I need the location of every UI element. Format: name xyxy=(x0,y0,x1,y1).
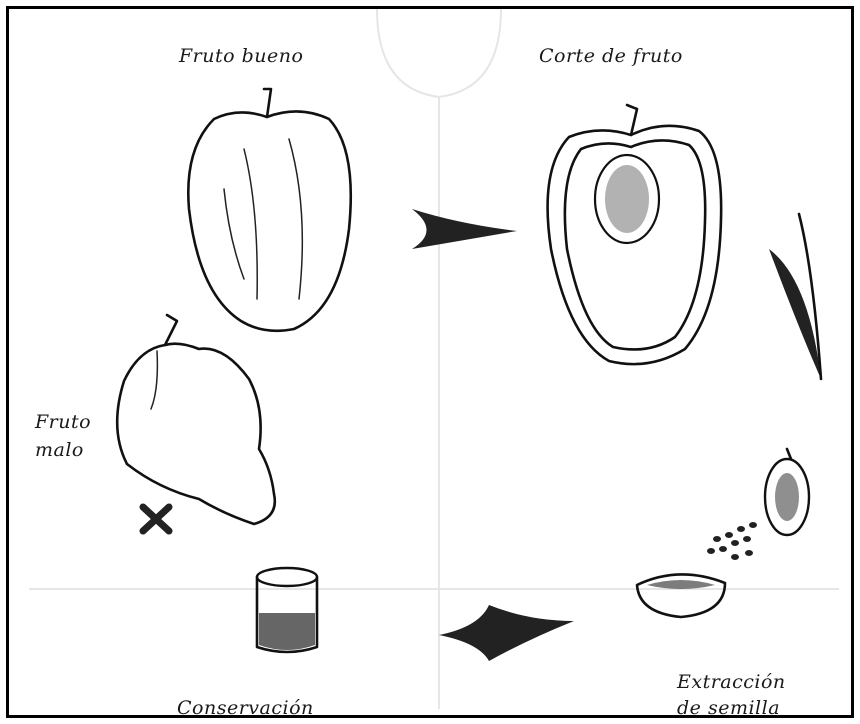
good-pepper-icon xyxy=(188,89,350,331)
seed-jar-icon xyxy=(257,568,317,652)
diagram-frame: Fruto bueno Corte de fruto Fruto malo Ex… xyxy=(6,6,854,718)
label-extraccion-line1: Extracción xyxy=(677,671,786,693)
arrow-icon xyxy=(439,605,574,661)
arrow-icon xyxy=(769,214,821,379)
label-fruto-malo-line2: malo xyxy=(35,439,84,461)
cut-pepper-icon xyxy=(548,105,722,364)
seed-core-icon xyxy=(765,449,809,535)
arrow-icon xyxy=(412,209,517,249)
label-fruto-bueno: Fruto bueno xyxy=(179,45,303,67)
diagram-canvas xyxy=(9,9,854,718)
label-corte-de-fruto: Corte de fruto xyxy=(539,45,683,67)
label-fruto-malo-line1: Fruto xyxy=(35,411,91,433)
label-extraccion-line2: de semilla xyxy=(677,697,780,718)
label-conservacion: Conservación xyxy=(177,697,314,718)
bad-pepper-icon xyxy=(117,315,275,524)
seed-dish-icon xyxy=(637,574,725,617)
reject-x-icon xyxy=(143,507,169,531)
loose-seeds-icon xyxy=(707,522,757,560)
